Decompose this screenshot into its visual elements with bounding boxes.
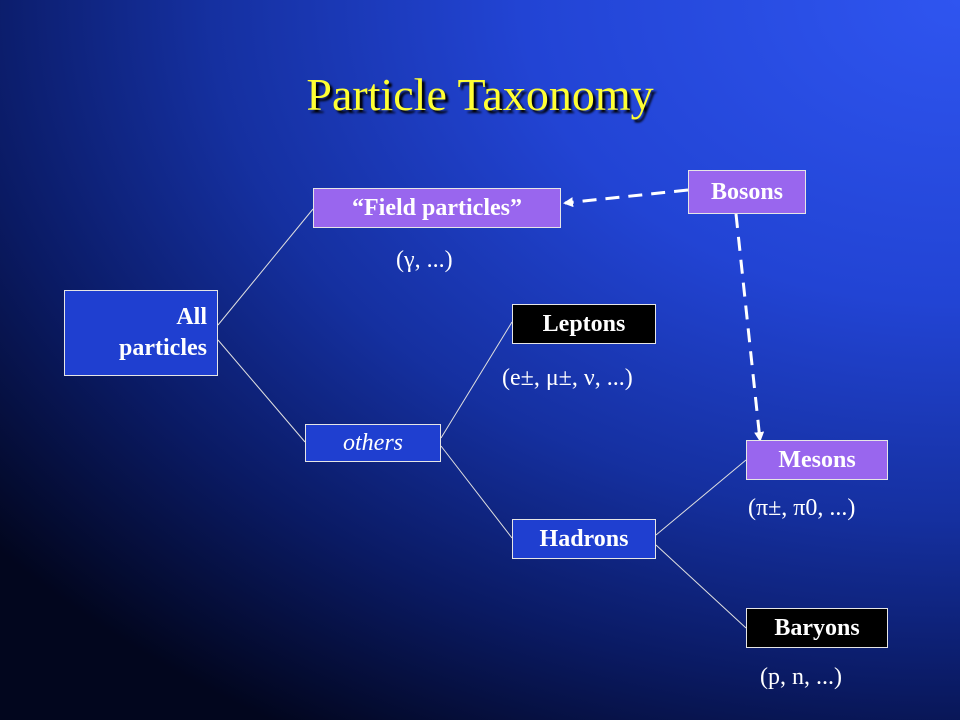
- node-baryons: Baryons: [746, 608, 888, 648]
- node-bosons: Bosons: [688, 170, 806, 214]
- edge-all-field: [217, 208, 314, 326]
- field-particles-examples: (γ, ...): [396, 247, 453, 273]
- node-leptons: Leptons: [512, 304, 656, 344]
- mesons-examples: (π±, π0, ...): [748, 495, 856, 521]
- edge-hadrons-mesons: [655, 459, 747, 536]
- all-particles-line1: All: [176, 304, 207, 330]
- node-others: others: [305, 424, 441, 462]
- leptons-examples: (e±, μ±, ν, ...): [502, 365, 633, 391]
- edge-others-leptons: [440, 321, 513, 439]
- node-all-particles: All particles: [64, 290, 218, 376]
- node-field-particles: “Field particles”: [313, 188, 561, 228]
- edge-hadrons-baryons: [655, 544, 747, 629]
- all-particles-line2: particles: [119, 335, 207, 361]
- slide-title: Particle Taxonomy: [306, 69, 654, 120]
- arrow-bosons-to-mesons: [734, 213, 765, 442]
- arrow-bosons-to-field: [563, 188, 689, 208]
- node-mesons: Mesons: [746, 440, 888, 480]
- node-hadrons: Hadrons: [512, 519, 656, 559]
- baryons-examples: (p, n, ...): [760, 664, 842, 690]
- edge-others-hadrons: [440, 445, 513, 539]
- edge-all-others: [217, 339, 306, 443]
